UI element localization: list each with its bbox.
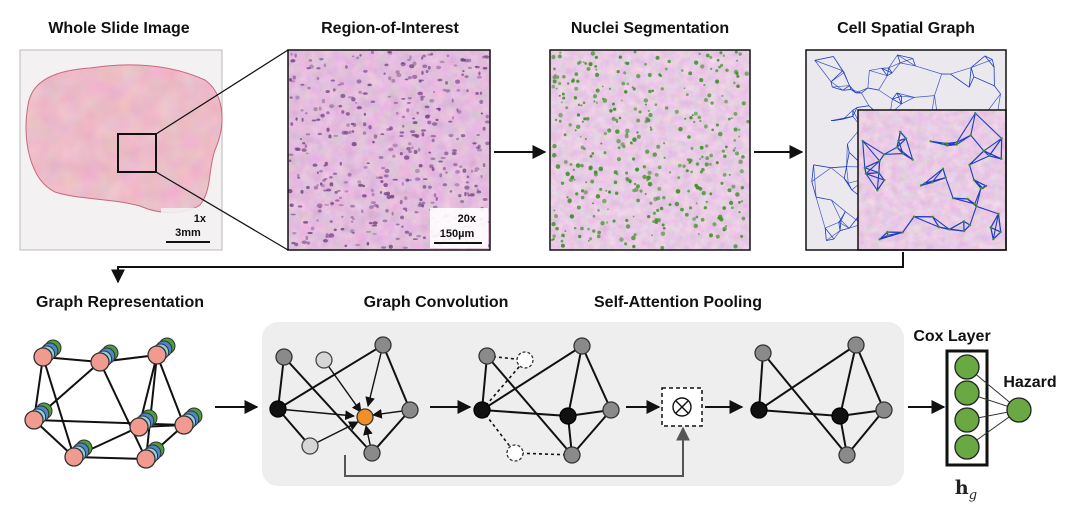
zoom-line-bottom xyxy=(155,171,289,251)
roi-selection-box xyxy=(117,133,157,173)
connector-to-graph-representation xyxy=(111,252,904,284)
self-attention-pooling-title: Self-Attention Pooling xyxy=(594,294,762,311)
embedding-subscript: g xyxy=(969,488,977,503)
graph-convolution-title: Graph Convolution xyxy=(364,294,509,311)
graph-convolution-step-2 xyxy=(473,337,620,464)
graph-representation-title: Graph Representation xyxy=(36,294,204,311)
roi-panel: 20x 150µm xyxy=(287,49,491,251)
roi-magnification: 20x xyxy=(458,213,477,225)
zoom-line-top xyxy=(155,49,289,135)
wsi-title: Whole Slide Image xyxy=(48,20,189,37)
cell-spatial-graph-panel xyxy=(805,49,1007,251)
hazard-label: Hazard xyxy=(1003,374,1056,391)
cox-layer xyxy=(945,349,1020,467)
roi-title: Region-of-Interest xyxy=(321,20,459,37)
hazard-output-node xyxy=(1006,397,1032,423)
whole-slide-image-panel: 1x 3mm xyxy=(19,49,223,251)
wsi-magnification: 1x xyxy=(194,213,207,225)
graph-convolution-step-1 xyxy=(269,336,419,462)
skip-connection-arrow xyxy=(344,426,690,477)
graph-embedding-label: hg xyxy=(955,477,977,503)
segmentation-title: Nuclei Segmentation xyxy=(571,20,729,37)
wsi-scale-text: 3mm xyxy=(175,227,201,239)
embedding-symbol: h xyxy=(955,477,969,499)
nuclei-segmentation-panel xyxy=(549,49,751,251)
cell-graph-title: Cell Spatial Graph xyxy=(837,20,975,37)
cox-layer-title: Cox Layer xyxy=(913,328,990,345)
pooled-graph xyxy=(750,336,893,464)
roi-scale-text: 150µm xyxy=(440,228,475,240)
graph-representation xyxy=(24,337,203,469)
pooling-multiply-operator xyxy=(661,387,703,427)
graph-zoom-inset xyxy=(858,110,1006,250)
processing-panel xyxy=(262,322,904,486)
